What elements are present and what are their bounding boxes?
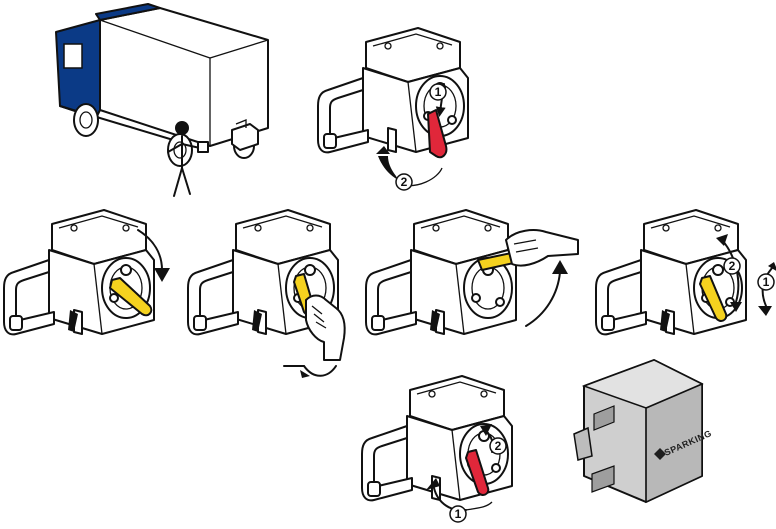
svg-text:1: 1 (455, 507, 462, 521)
truck-icon (56, 4, 268, 166)
svg-text:2: 2 (401, 175, 408, 189)
step-6-close-socket: 2 1 (362, 376, 512, 522)
truck-scene (56, 4, 268, 196)
svg-text:1: 1 (763, 275, 770, 289)
step-3-hand-lever (188, 210, 345, 378)
socket-outlet-icon (366, 210, 516, 334)
svg-text:2: 2 (729, 259, 736, 273)
step-5-lock-lever: 2 1 (596, 210, 776, 334)
curved-arrow-icon (526, 272, 560, 326)
step-2-insert-plug (4, 210, 170, 334)
svg-text:1: 1 (435, 85, 442, 99)
svg-text:2: 2 (495, 439, 502, 453)
protective-cover-icon: SPARKING (574, 360, 713, 502)
step-1-open-socket: 1 2 (318, 28, 468, 190)
step-4-plug-inserted (366, 210, 578, 334)
socket-outlet-icon (4, 210, 154, 334)
hand-icon (506, 230, 578, 266)
